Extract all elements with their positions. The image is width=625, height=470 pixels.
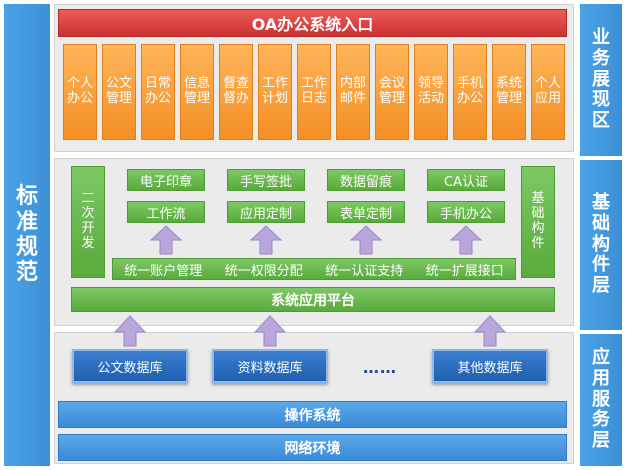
unified-service-label: 统一权限分配 [224,263,303,279]
module-box: 公文管理 [102,44,136,140]
layer-component-label: 基础构件层 [592,192,610,297]
module-box: 会议管理 [375,44,409,140]
unified-service-label: 统一账户管理 [124,263,203,279]
system-platform-bar: 系统应用平台 [71,287,555,312]
component-box: 表单定制 [327,201,405,223]
database-ellipsis: …… [363,357,397,377]
unified-service-label: 统一认证支持 [325,263,404,279]
standards-label: 标准规范 [15,184,38,286]
module-box: 个人办公 [63,44,97,140]
standards-bar: 标准规范 [4,4,50,466]
component-box: 数据留痕 [327,169,405,191]
secondary-dev-box: 二次开发 [71,166,105,278]
network-environment-bar: 网络环境 [58,434,567,461]
component-box: 应用定制 [227,201,305,223]
unified-services-bar: 统一账户管理 统一权限分配 统一认证支持 统一扩展接口 [112,258,516,280]
component-box: 手机办公 [427,201,505,223]
module-box: 督查督办 [219,44,253,140]
layer-service: 应用服务层 [580,334,622,466]
basic-components-box: 基础构件 [521,166,555,278]
component-box: CA认证 [427,169,505,191]
component-box: 手写签批 [227,169,305,191]
layer-service-label: 应用服务层 [592,347,610,452]
database-box: 公文数据库 [72,349,188,383]
layer-business-label: 业务展现区 [592,27,610,132]
module-box: 内部邮件 [336,44,370,140]
module-box: 领导活动 [414,44,448,140]
module-box: 工作日志 [297,44,331,140]
layer-component: 基础构件层 [580,160,622,330]
oa-entry-title: OA办公系统入口 [58,9,567,37]
operating-system-bar: 操作系统 [58,401,567,428]
module-box: 信息管理 [180,44,214,140]
database-box: 其他数据库 [432,349,548,383]
database-box: 资料数据库 [212,349,328,383]
component-box: 工作流 [127,201,205,223]
module-box: 工作计划 [258,44,292,140]
module-box: 个人应用 [531,44,565,140]
layer-business: 业务展现区 [580,4,622,156]
module-box: 系统管理 [492,44,526,140]
module-box: 手机办公 [453,44,487,140]
component-box: 电子印章 [127,169,205,191]
unified-service-label: 统一扩展接口 [425,263,504,279]
module-box: 日常办公 [141,44,175,140]
